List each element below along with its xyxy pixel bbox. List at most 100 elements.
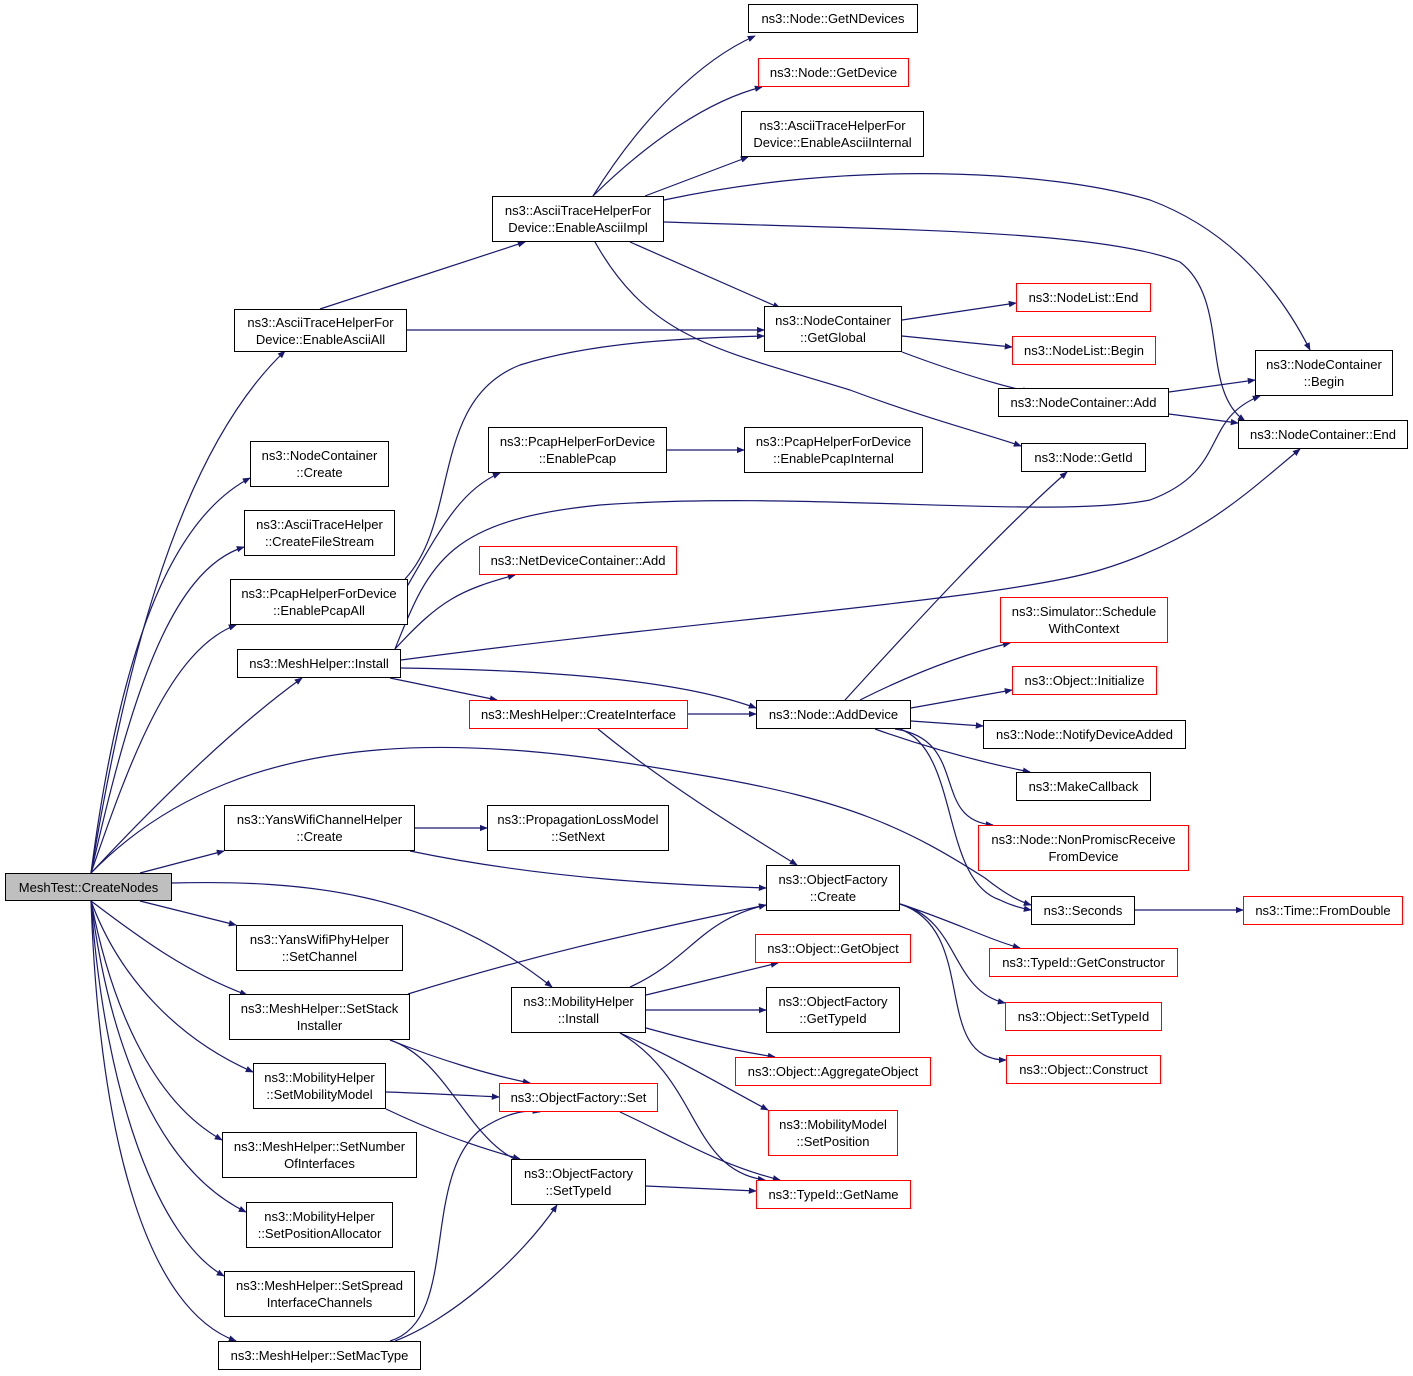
edge-nc-add-nc-begin [1168, 377, 1256, 393]
node-non-promisc-receive[interactable]: ns3::Node::NonPromiscReceive FromDevice [978, 825, 1189, 871]
edge-mobility-install-mm-set-position [619, 1032, 769, 1111]
edge-mobility-install-aggregate-object [645, 1027, 776, 1060]
edge-nc-add-nc-end [1168, 413, 1239, 426]
node-set-position-allocator[interactable]: ns3::MobilityHelper ::SetPositionAllocat… [246, 1202, 393, 1248]
node-notify-device-added[interactable]: ns3::Node::NotifyDeviceAdded [983, 720, 1186, 749]
node-object-construct[interactable]: ns3::Object::Construct [1006, 1055, 1161, 1084]
node-nc-get-global[interactable]: ns3::NodeContainer ::GetGlobal [764, 306, 902, 352]
edge-root-set-spread-interface-channels [90, 900, 225, 1277]
node-mesh-install[interactable]: ns3::MeshHelper::Install [237, 649, 401, 678]
node-root: MeshTest::CreateNodes [5, 873, 172, 901]
node-create-file-stream[interactable]: ns3::AsciiTraceHelper ::CreateFileStream [244, 510, 395, 556]
node-nc-create[interactable]: ns3::NodeContainer ::Create [250, 441, 389, 487]
node-get-object[interactable]: ns3::Object::GetObject [755, 934, 911, 963]
node-set-mac-type[interactable]: ns3::MeshHelper::SetMacType [218, 1341, 421, 1370]
edge-mesh-install-ndc-add [394, 573, 516, 650]
edge-root-set-number-of-interfaces [90, 900, 223, 1141]
edge-mobility-model-of-set-type-id [385, 1108, 521, 1161]
edge-root-enable-pcap-all [90, 624, 237, 874]
node-add-device[interactable]: ns3::Node::AddDevice [756, 700, 911, 729]
node-nc-begin[interactable]: ns3::NodeContainer ::Begin [1255, 350, 1393, 396]
node-aggregate-object[interactable]: ns3::Object::AggregateObject [735, 1057, 931, 1086]
edge-of-create-object-construct [899, 903, 1007, 1064]
edge-root-mesh-install [90, 677, 303, 874]
node-type-id-get-name[interactable]: ns3::TypeId::GetName [756, 1180, 911, 1209]
edge-of-set-type-id-get-name [645, 1185, 757, 1194]
edge-add-device-notify-device-added [910, 720, 984, 729]
edge-root-set-mac-type [90, 900, 237, 1342]
edge-ascii-impl-nc-end [663, 221, 1246, 422]
edge-nc-get-global-node-list-end [901, 300, 1017, 321]
edge-of-create-object-set-type-id [899, 903, 1006, 1005]
edge-nc-get-global-nc-add [901, 351, 1031, 394]
edge-ascii-impl-nc-get-global [629, 241, 781, 309]
edge-root-set-mobility-model [90, 900, 254, 1073]
edge-add-device-node-get-id [844, 471, 1068, 701]
node-object-set-type-id[interactable]: ns3::Object::SetTypeId [1005, 1002, 1162, 1031]
node-time-from-double[interactable]: ns3::Time::FromDouble [1243, 896, 1403, 925]
edge-pcap-all-enable-pcap [404, 472, 501, 591]
node-enable-ascii-all[interactable]: ns3::AsciiTraceHelperFor Device::EnableA… [234, 309, 407, 352]
edge-of-set-get-name [619, 1111, 781, 1182]
edge-mac-type-of-set [389, 1107, 541, 1342]
edge-mac-type-of-set-type-id [394, 1204, 558, 1342]
edge-root-enable-ascii-all [90, 350, 286, 874]
node-nc-add[interactable]: ns3::NodeContainer::Add [998, 388, 1169, 417]
edge-mobility-install-of-create [629, 903, 767, 988]
node-schedule-with-context[interactable]: ns3::Simulator::Schedule WithContext [1000, 597, 1168, 643]
edge-root-seconds [90, 746, 1032, 906]
node-set-spread-interface-channels[interactable]: ns3::MeshHelper::SetSpread InterfaceChan… [224, 1271, 415, 1317]
node-create-interface[interactable]: ns3::MeshHelper::CreateInterface [469, 700, 688, 729]
node-enable-pcap[interactable]: ns3::PcapHelperForDevice ::EnablePcap [488, 427, 667, 473]
node-set-number-of-interfaces[interactable]: ns3::MeshHelper::SetNumber OfInterfaces [222, 1132, 417, 1178]
edge-stack-installer-of-create [407, 903, 767, 995]
node-of-get-type-id[interactable]: ns3::ObjectFactory ::GetTypeId [766, 987, 900, 1033]
node-nc-end[interactable]: ns3::NodeContainer::End [1238, 420, 1408, 449]
node-get-constructor[interactable]: ns3::TypeId::GetConstructor [989, 948, 1178, 977]
node-seconds[interactable]: ns3::Seconds [1031, 896, 1135, 925]
node-enable-ascii-impl[interactable]: ns3::AsciiTraceHelperFor Device::EnableA… [492, 196, 664, 242]
edge-root-set-position-allocator [90, 900, 247, 1213]
edge-root-mobility-install [171, 881, 553, 988]
node-enable-pcap-all[interactable]: ns3::PcapHelperForDevice ::EnablePcapAll [230, 579, 408, 625]
edge-ascii-impl-node-get-id [594, 241, 1022, 447]
edge-add-device-seconds [899, 728, 1032, 912]
node-node-get-id[interactable]: ns3::Node::GetId [1021, 443, 1146, 472]
edge-mesh-install-nc-end [400, 448, 1301, 661]
node-set-stack-installer[interactable]: ns3::MeshHelper::SetStack Installer [229, 994, 410, 1040]
edge-root-set-stack-installer [90, 900, 248, 996]
node-yans-channel-create[interactable]: ns3::YansWifiChannelHelper ::Create [224, 805, 415, 851]
node-enable-pcap-internal[interactable]: ns3::PcapHelperForDevice ::EnablePcapInt… [744, 427, 923, 473]
node-make-callback[interactable]: ns3::MakeCallback [1016, 772, 1151, 801]
edge-mobility-install-get-name [619, 1032, 766, 1183]
edge-create-interface-of-create [597, 728, 798, 866]
edge-ascii-impl-get-device [592, 85, 763, 197]
node-prop-set-next[interactable]: ns3::PropagationLossModel ::SetNext [487, 805, 669, 851]
node-yans-set-channel[interactable]: ns3::YansWifiPhyHelper ::SetChannel [236, 925, 403, 971]
edge-mobility-model-of-set [385, 1091, 500, 1100]
node-of-set-type-id[interactable]: ns3::ObjectFactory ::SetTypeId [511, 1159, 646, 1205]
edge-nc-get-global-node-list-begin [901, 335, 1013, 350]
edge-ascii-impl-get-n-devices [592, 35, 756, 197]
node-set-mobility-model[interactable]: ns3::MobilityHelper ::SetMobilityModel [253, 1063, 386, 1109]
edge-stack-installer-of-set [389, 1039, 531, 1085]
node-mm-set-position[interactable]: ns3::MobilityModel ::SetPosition [768, 1110, 898, 1156]
node-of-set[interactable]: ns3::ObjectFactory::Set [499, 1083, 658, 1112]
node-node-list-begin[interactable]: ns3::NodeList::Begin [1012, 336, 1156, 365]
edge-ascii-impl-nc-begin [663, 173, 1311, 351]
node-ndc-add[interactable]: ns3::NetDeviceContainer::Add [479, 546, 677, 575]
edge-pcap-all-nc-get-global [404, 333, 765, 580]
node-enable-ascii-internal[interactable]: ns3::AsciiTraceHelperFor Device::EnableA… [741, 111, 924, 157]
edge-mesh-install-create-interface [389, 677, 498, 702]
node-node-list-end[interactable]: ns3::NodeList::End [1016, 283, 1151, 312]
edge-add-device-make-callback [874, 728, 1031, 774]
edge-root-yans-channel-create [139, 849, 225, 874]
edge-root-yans-set-channel [139, 900, 237, 927]
node-mobility-install[interactable]: ns3::MobilityHelper ::Install [511, 987, 646, 1033]
node-of-create[interactable]: ns3::ObjectFactory ::Create [766, 865, 900, 911]
node-object-initialize[interactable]: ns3::Object::Initialize [1012, 666, 1157, 695]
node-get-n-devices[interactable]: ns3::Node::GetNDevices [748, 4, 918, 33]
node-get-device[interactable]: ns3::Node::GetDevice [758, 58, 909, 87]
